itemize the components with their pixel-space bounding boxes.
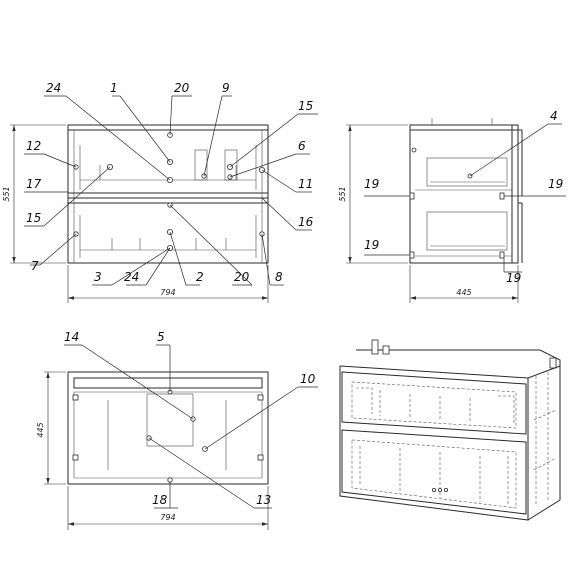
callout-18: 18 — [152, 493, 168, 507]
side-depth-dim: 445 — [456, 288, 471, 297]
front-height-dim: 551 — [2, 186, 11, 201]
callout-13: 13 — [256, 493, 271, 507]
callout-5: 5 — [157, 330, 165, 344]
callout-12: 12 — [26, 139, 41, 153]
callout-9: 9 — [222, 81, 230, 95]
front-width-dim: 794 — [160, 288, 175, 297]
top-view-body — [67, 371, 269, 485]
callout-4: 4 — [550, 109, 558, 123]
callout-10: 10 — [300, 372, 316, 386]
callout-19-c: 19 — [364, 238, 379, 252]
callout-19-d: 19 — [506, 271, 521, 285]
callout-14: 14 — [64, 330, 79, 344]
callout-6: 6 — [298, 139, 306, 153]
callout-17: 17 — [26, 177, 42, 191]
callout-1: 1 — [110, 81, 118, 95]
callout-24: 24 — [46, 81, 61, 95]
callout-7: 7 — [31, 259, 39, 273]
front-view-body — [67, 124, 269, 264]
isometric-view — [339, 339, 561, 521]
top-depth-dim: 445 — [36, 422, 45, 437]
top-width-dim: 794 — [160, 513, 175, 522]
callout-11: 11 — [298, 177, 313, 191]
callout-15-left: 15 — [26, 211, 41, 225]
side-view-body — [409, 124, 519, 264]
callout-19-b: 19 — [548, 177, 563, 191]
top-view: 794 445 14 5 10 18 13 — [36, 330, 318, 530]
callout-19-a: 19 — [364, 177, 379, 191]
callout-8: 8 — [275, 270, 283, 284]
side-view: 551 445 4 19 19 19 19 — [338, 109, 566, 303]
callout-20-bottom: 20 — [234, 270, 250, 284]
callout-15-right: 15 — [298, 99, 313, 113]
callout-20-top: 20 — [174, 81, 190, 95]
front-view: 794 551 24 1 20 9 15 12 6 17 11 15 16 7 — [2, 81, 318, 303]
callout-16: 16 — [298, 215, 314, 229]
side-height-dim: 551 — [338, 186, 347, 201]
callout-24-bottom: 24 — [124, 270, 139, 284]
callout-2: 2 — [196, 270, 204, 284]
callout-3: 3 — [94, 270, 102, 284]
